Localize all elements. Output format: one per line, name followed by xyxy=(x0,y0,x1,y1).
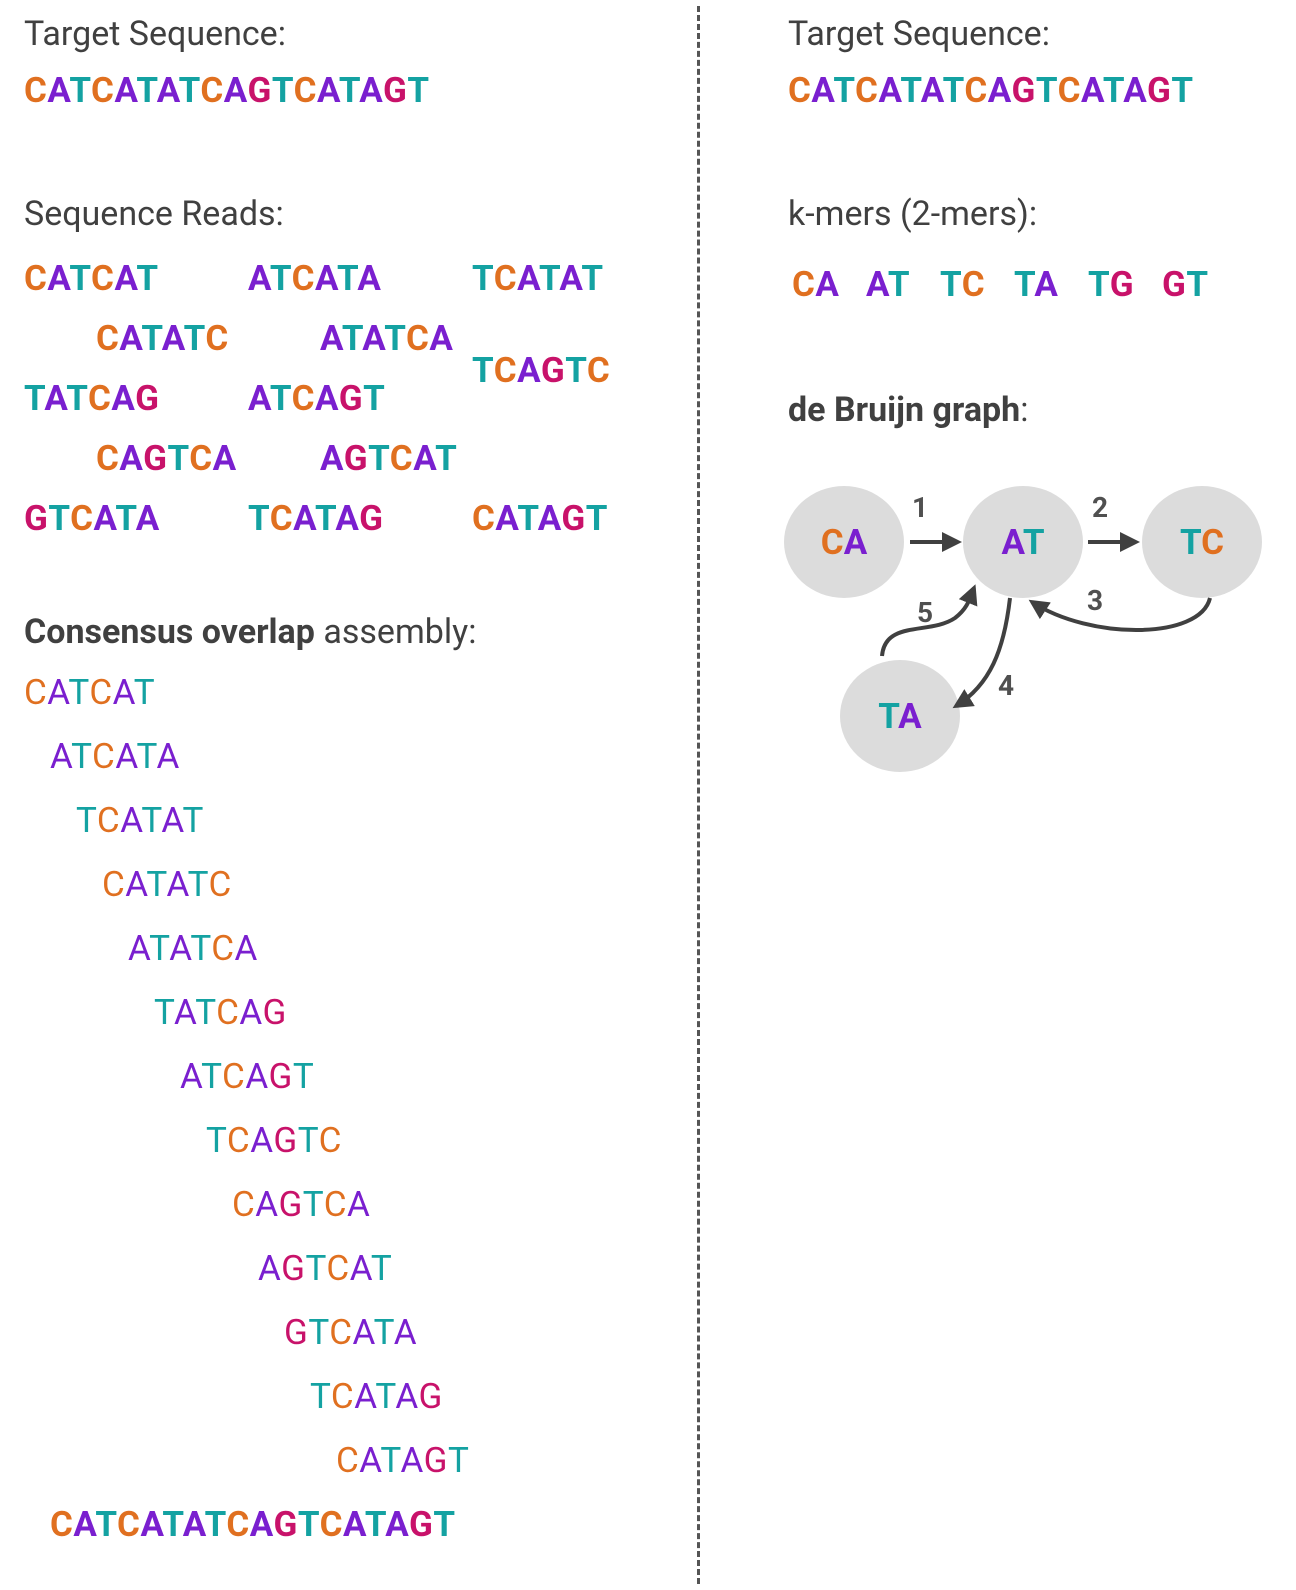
edge-arrow-5 xyxy=(880,584,978,657)
read: TCAGTC xyxy=(472,350,611,391)
read: AGTCAT xyxy=(320,438,458,479)
left-target-heading: Target Sequence: xyxy=(24,14,286,54)
reads-heading: Sequence Reads: xyxy=(24,194,284,234)
kmer: TC xyxy=(940,264,986,305)
read: ATCATA xyxy=(248,258,382,299)
node-label: TA xyxy=(878,696,922,737)
read: TCATAG xyxy=(248,498,384,539)
kmers-heading: k-mers (2-mers): xyxy=(788,194,1038,234)
assembly-row: CAGTCA xyxy=(232,1184,371,1225)
kmer: CA xyxy=(792,264,840,305)
node-tc: TC xyxy=(1142,486,1262,598)
graph-heading-bold: de Bruijn graph xyxy=(788,390,1021,430)
read: ATATCA xyxy=(320,318,454,359)
assembly-row: ATCATA xyxy=(50,736,180,777)
assembly-row: GTCATA xyxy=(284,1312,418,1353)
kmer: TA xyxy=(1014,264,1059,305)
assembly-row: ATATCA xyxy=(128,928,258,969)
graph-heading: de Bruijn graph: xyxy=(788,390,1028,430)
edge-arrow-3 xyxy=(1028,597,1212,632)
assembly-result: CATCATATCAGTCATAGT xyxy=(50,1504,456,1545)
assembly-row: TATCAG xyxy=(154,992,287,1033)
edge-arrow-4 xyxy=(952,597,1012,709)
left-target-sequence: CATCATATCAGTCATAGT xyxy=(24,70,430,111)
right-target-heading: Target Sequence: xyxy=(788,14,1050,54)
read: ATCAGT xyxy=(248,378,386,419)
kmer: TG xyxy=(1088,264,1135,305)
node-ca: CA xyxy=(784,486,904,598)
edge-label-1: 1 xyxy=(912,491,928,524)
assembly-row: CATCAT xyxy=(24,672,156,713)
node-at: AT xyxy=(963,486,1083,598)
read: TATCAG xyxy=(24,378,160,419)
read: CATATC xyxy=(96,318,229,359)
edge-label-2: 2 xyxy=(1092,491,1108,524)
dashed-divider xyxy=(697,6,700,1584)
node-label: CA xyxy=(821,522,868,563)
assembly-row: TCATAG xyxy=(310,1376,443,1417)
assembly-row: CATATC xyxy=(102,864,232,905)
node-ta: TA xyxy=(840,660,960,772)
edge-label-3: 3 xyxy=(1087,584,1103,617)
kmer: GT xyxy=(1162,264,1209,305)
assembly-row: TCAGTC xyxy=(206,1120,342,1161)
assembly-row: ATCAGT xyxy=(180,1056,315,1097)
read: TCATAT xyxy=(472,258,604,299)
assembly-row: CATAGT xyxy=(336,1440,470,1481)
edge-label-4: 4 xyxy=(998,669,1014,702)
assembly-heading: Consensus overlap assembly: xyxy=(24,612,476,652)
read: CAGTCA xyxy=(96,438,237,479)
kmer: AT xyxy=(866,264,911,305)
read: CATAGT xyxy=(472,498,608,539)
read: CATCAT xyxy=(24,258,159,299)
assembly-heading-rest: assembly: xyxy=(314,612,477,652)
assembly-row: TCATAT xyxy=(76,800,204,841)
graph-heading-rest: : xyxy=(1020,390,1029,430)
edge-label-5: 5 xyxy=(917,596,933,629)
right-target-sequence: CATCATATCAGTCATAGT xyxy=(788,70,1194,111)
node-label: TC xyxy=(1180,522,1224,563)
read: GTCATA xyxy=(24,498,160,539)
de-bruijn-graph: CA AT TC TA 1 2 3 4 5 xyxy=(784,486,1262,772)
assembly-heading-bold: Consensus overlap xyxy=(24,612,315,652)
assembly-row: AGTCAT xyxy=(258,1248,393,1289)
node-label: AT xyxy=(1001,522,1044,563)
